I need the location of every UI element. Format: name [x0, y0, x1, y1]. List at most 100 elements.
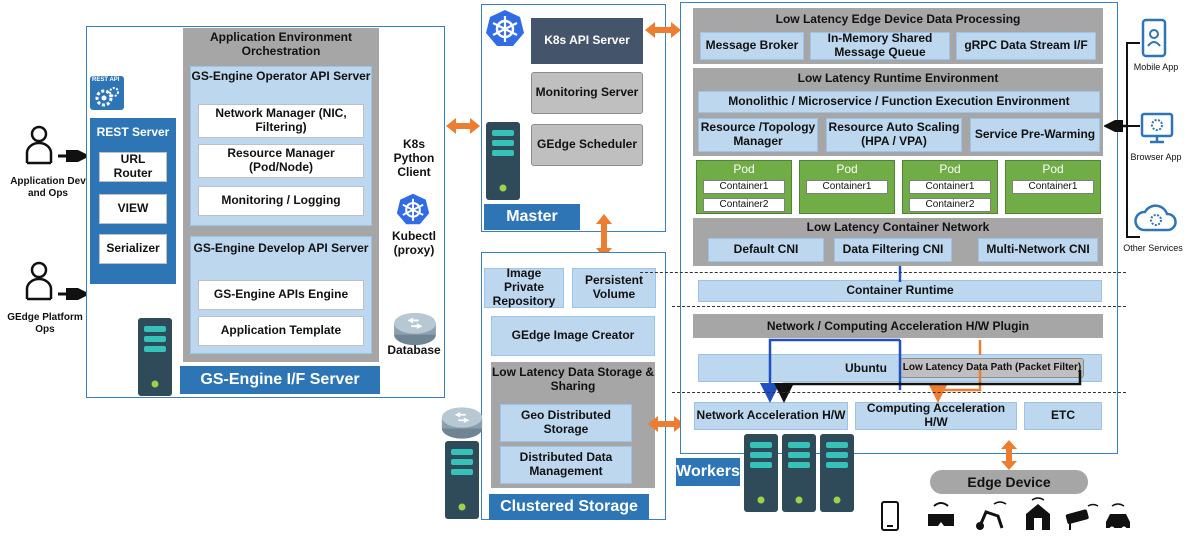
- packet-filter-box: Low Latency Data Path (Packet Filter): [900, 358, 1084, 378]
- accel-plugin-box: Network / Computing Acceleration H/W Plu…: [693, 314, 1103, 338]
- worker-server-icon-3: [820, 434, 854, 512]
- pod-1-container-2: Container2: [703, 198, 785, 212]
- runtime-env-title: Low Latency Runtime Environment: [797, 71, 999, 85]
- network-manager-box: Network Manager (NIC, Filtering): [198, 104, 364, 138]
- if-server-label: GS-Engine I/F Server: [180, 366, 380, 394]
- geo-storage-box: Geo Distributed Storage: [500, 404, 632, 442]
- smart-home-icon: [1026, 497, 1050, 530]
- monitoring-server-box: Monitoring Server: [531, 72, 643, 114]
- connected-car-icon: [1106, 503, 1130, 532]
- operator-api-title: GS-Engine Operator API Server: [191, 69, 371, 83]
- rest-server-title: REST Server: [96, 125, 170, 139]
- serializer-box: Serializer: [99, 234, 167, 264]
- pod-3-container-2: Container2: [909, 198, 991, 212]
- worker-server-icon-2: [782, 434, 816, 512]
- pod-3-container-1: Container1: [909, 180, 991, 194]
- platform-ops-arrow: [58, 288, 90, 300]
- other-services-icon: [1134, 204, 1177, 232]
- dashed-line-1: [640, 272, 1126, 273]
- workers-label: Workers: [676, 458, 740, 486]
- storage-workers-arrow: [648, 416, 684, 432]
- persistent-volume-box: Persistent Volume: [572, 268, 656, 308]
- storage-server-icon: [445, 440, 479, 520]
- k8s-python-client-label: K8s Python Client: [393, 137, 435, 179]
- edge-device-label: Edge Device: [930, 470, 1088, 494]
- pod-2-label: Pod: [836, 162, 858, 176]
- pod-4-label: Pod: [1042, 162, 1064, 176]
- smartphone-icon: [881, 501, 899, 531]
- image-creator-box: GEdge Image Creator: [491, 316, 655, 356]
- pod-2-container-1: Container1: [806, 180, 888, 194]
- platform-ops-label: GEdge Platform Ops: [7, 312, 83, 335]
- clients-bracket: [1126, 42, 1140, 238]
- develop-api-title: GS-Engine Develop API Server: [193, 241, 369, 255]
- master-label: Master: [484, 204, 580, 230]
- master-server-icon: [486, 122, 520, 200]
- application-template-box: Application Template: [198, 316, 364, 346]
- pod-1-container-1: Container1: [703, 180, 785, 194]
- edge-device-icons: [881, 497, 1130, 532]
- etc-hw-box: ETC: [1024, 402, 1102, 430]
- app-dev-person-icon: [24, 124, 54, 166]
- pod-2: Pod Container1: [799, 160, 895, 214]
- pod-1-label: Pod: [733, 162, 755, 176]
- view-box: VIEW: [99, 194, 167, 224]
- default-cni-box: Default CNI: [708, 238, 824, 262]
- other-services-label: Other Services: [1123, 243, 1183, 253]
- robot-arm-icon: [976, 501, 1007, 530]
- clustered-storage-label: Clustered Storage: [489, 494, 649, 520]
- pod-4: Pod Container1: [1005, 160, 1101, 214]
- kubernetes-logo-icon: [485, 8, 525, 48]
- rest-api-icon-caption: REST API: [92, 77, 120, 83]
- platform-ops-person-icon: [24, 260, 54, 302]
- browser-app-icon: [1140, 112, 1174, 144]
- topology-manager-box: Resource /Topology Manager: [698, 118, 818, 152]
- container-network-title: Low Latency Container Network: [806, 220, 990, 234]
- database-label: Database: [387, 343, 441, 357]
- if-master-arrow: [446, 118, 480, 134]
- pod-3: Pod Container1 Container2: [902, 160, 998, 214]
- if-server-icon: [138, 318, 172, 396]
- computing-accel-hw-box: Computing Acceleration H/W: [855, 401, 1017, 430]
- workers-edge-arrow: [1001, 440, 1017, 470]
- exec-env-box: Monolithic / Microservice / Function Exe…: [698, 91, 1100, 113]
- browser-app-label: Browser App: [1130, 152, 1182, 162]
- master-storage-arrow: [596, 214, 612, 258]
- bracket-mid: [1126, 125, 1140, 127]
- network-accel-hw-box: Network Acceleration H/W: [694, 402, 848, 430]
- data-filtering-cni-box: Data Filtering CNI: [834, 238, 952, 262]
- pre-warming-box: Service Pre-Warming: [970, 118, 1100, 152]
- orchestration-title: Application Environment Orchestration: [209, 30, 352, 58]
- app-dev-label: Application Dev and Ops: [10, 176, 86, 199]
- shared-message-queue-box: In-Memory Shared Message Queue: [810, 31, 950, 60]
- gedge-scheduler-box: GEdge Scheduler: [531, 124, 643, 166]
- workers-connection-lines: [760, 266, 1082, 403]
- apis-engine-box: GS-Engine APIs Engine: [198, 280, 364, 310]
- kubectl-icon: [396, 192, 430, 226]
- dashed-line-3: [672, 392, 1126, 393]
- cctv-camera-icon: [1065, 503, 1099, 530]
- url-router-box: URL Router: [99, 152, 167, 182]
- vr-headset-icon: [928, 502, 954, 526]
- ll-storage-title: Low Latency Data Storage & Sharing: [491, 365, 655, 393]
- ddm-box: Distributed Data Management: [500, 446, 632, 484]
- master-workers-arrow: [645, 22, 681, 38]
- storage-router-icon: [440, 404, 484, 442]
- image-repo-box: Image Private Repository: [484, 266, 564, 308]
- worker-server-icon-1: [744, 434, 778, 512]
- multi-network-cni-box: Multi-Network CNI: [978, 238, 1098, 262]
- pod-4-container-1: Container1: [1012, 180, 1094, 194]
- k8s-api-server-box: K8s API Server: [531, 18, 643, 64]
- resource-manager-box: Resource Manager (Pod/Node): [198, 144, 364, 178]
- message-broker-box: Message Broker: [700, 32, 804, 60]
- rest-api-icon: REST API: [90, 76, 124, 110]
- edge-processing-title: Low Latency Edge Device Data Processing: [775, 12, 1021, 26]
- pod-3-label: Pod: [939, 162, 961, 176]
- grpc-stream-box: gRPC Data Stream I/F: [956, 32, 1096, 60]
- dashed-line-2: [672, 306, 1126, 307]
- monitoring-logging-box: Monitoring / Logging: [198, 186, 364, 216]
- bracket-arrow: [1104, 120, 1128, 132]
- mobile-app-label: Mobile App: [1133, 62, 1179, 72]
- ubuntu-label: Ubuntu: [845, 361, 887, 375]
- mobile-app-icon: [1141, 18, 1167, 58]
